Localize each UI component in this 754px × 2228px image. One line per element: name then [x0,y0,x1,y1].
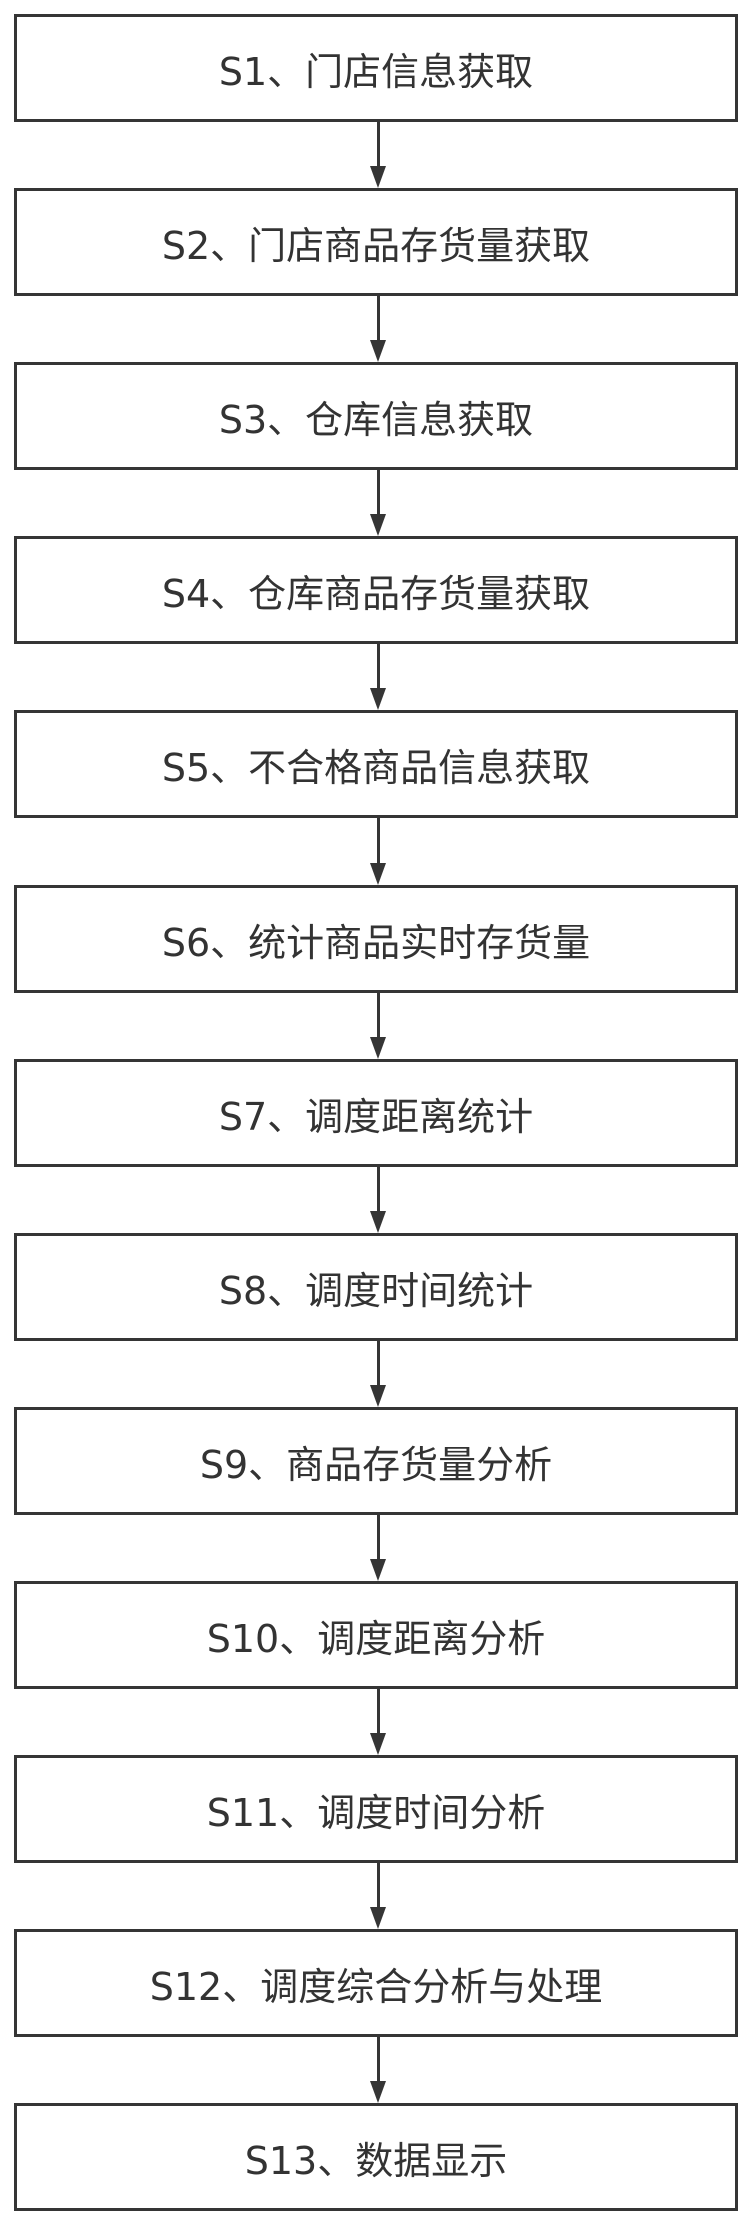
step-label: S12、调度综合分析与处理 [149,1964,603,2009]
arrowhead-icon [370,340,386,362]
step-box-s9: S9、商品存货量分析 [14,1407,738,1515]
step-label: S8、调度时间统计 [218,1268,534,1313]
arrow-down-icon [370,1341,386,1407]
step-box-s8: S8、调度时间统计 [14,1233,738,1341]
connector-line [376,993,380,1039]
step-label: S1、门店信息获取 [218,49,534,94]
step-label: S9、商品存货量分析 [199,1442,553,1487]
step-box-s6: S6、统计商品实时存货量 [14,885,738,993]
step-label: S11、调度时间分析 [206,1790,546,1835]
step-box-s5: S5、不合格商品信息获取 [14,710,738,818]
connector-line [376,470,380,516]
connector-line [376,1689,380,1735]
connector-line [376,2037,380,2083]
arrowhead-icon [370,1733,386,1755]
arrowhead-icon [370,1211,386,1233]
step-label: S3、仓库信息获取 [218,397,534,442]
step-box-s2: S2、门店商品存货量获取 [14,188,738,296]
connector-line [376,818,380,865]
arrowhead-icon [370,166,386,188]
step-label: S7、调度距离统计 [218,1094,534,1139]
step-box-s12: S12、调度综合分析与处理 [14,1929,738,2037]
connector-line [376,296,380,342]
arrowhead-icon [370,1037,386,1059]
arrow-down-icon [370,1863,386,1929]
step-label: S2、门店商品存货量获取 [161,223,591,268]
arrowhead-icon [370,1559,386,1581]
step-label: S5、不合格商品信息获取 [161,745,591,790]
arrowhead-icon [370,863,386,885]
step-box-s13: S13、数据显示 [14,2103,738,2211]
arrow-down-icon [370,818,386,885]
step-box-s11: S11、调度时间分析 [14,1755,738,1863]
arrowhead-icon [370,688,386,710]
arrow-down-icon [370,122,386,188]
step-box-s3: S3、仓库信息获取 [14,362,738,470]
arrow-down-icon [370,2037,386,2103]
step-box-s4: S4、仓库商品存货量获取 [14,536,738,644]
step-label: S10、调度距离分析 [206,1616,546,1661]
connector-line [376,1341,380,1387]
arrow-down-icon [370,993,386,1059]
arrow-down-icon [370,470,386,536]
arrow-down-icon [370,1515,386,1581]
connector-line [376,1167,380,1213]
arrow-down-icon [370,1689,386,1755]
step-label: S13、数据显示 [244,2138,508,2183]
step-box-s10: S10、调度距离分析 [14,1581,738,1689]
step-box-s1: S1、门店信息获取 [14,14,738,122]
step-label: S6、统计商品实时存货量 [161,920,591,965]
connector-line [376,1863,380,1909]
arrow-down-icon [370,1167,386,1233]
connector-line [376,644,380,690]
step-label: S4、仓库商品存货量获取 [161,571,591,616]
arrow-down-icon [370,644,386,710]
arrowhead-icon [370,1907,386,1929]
arrow-down-icon [370,296,386,362]
arrowhead-icon [370,514,386,536]
connector-line [376,122,380,168]
arrowhead-icon [370,2081,386,2103]
connector-line [376,1515,380,1561]
arrowhead-icon [370,1385,386,1407]
step-box-s7: S7、调度距离统计 [14,1059,738,1167]
